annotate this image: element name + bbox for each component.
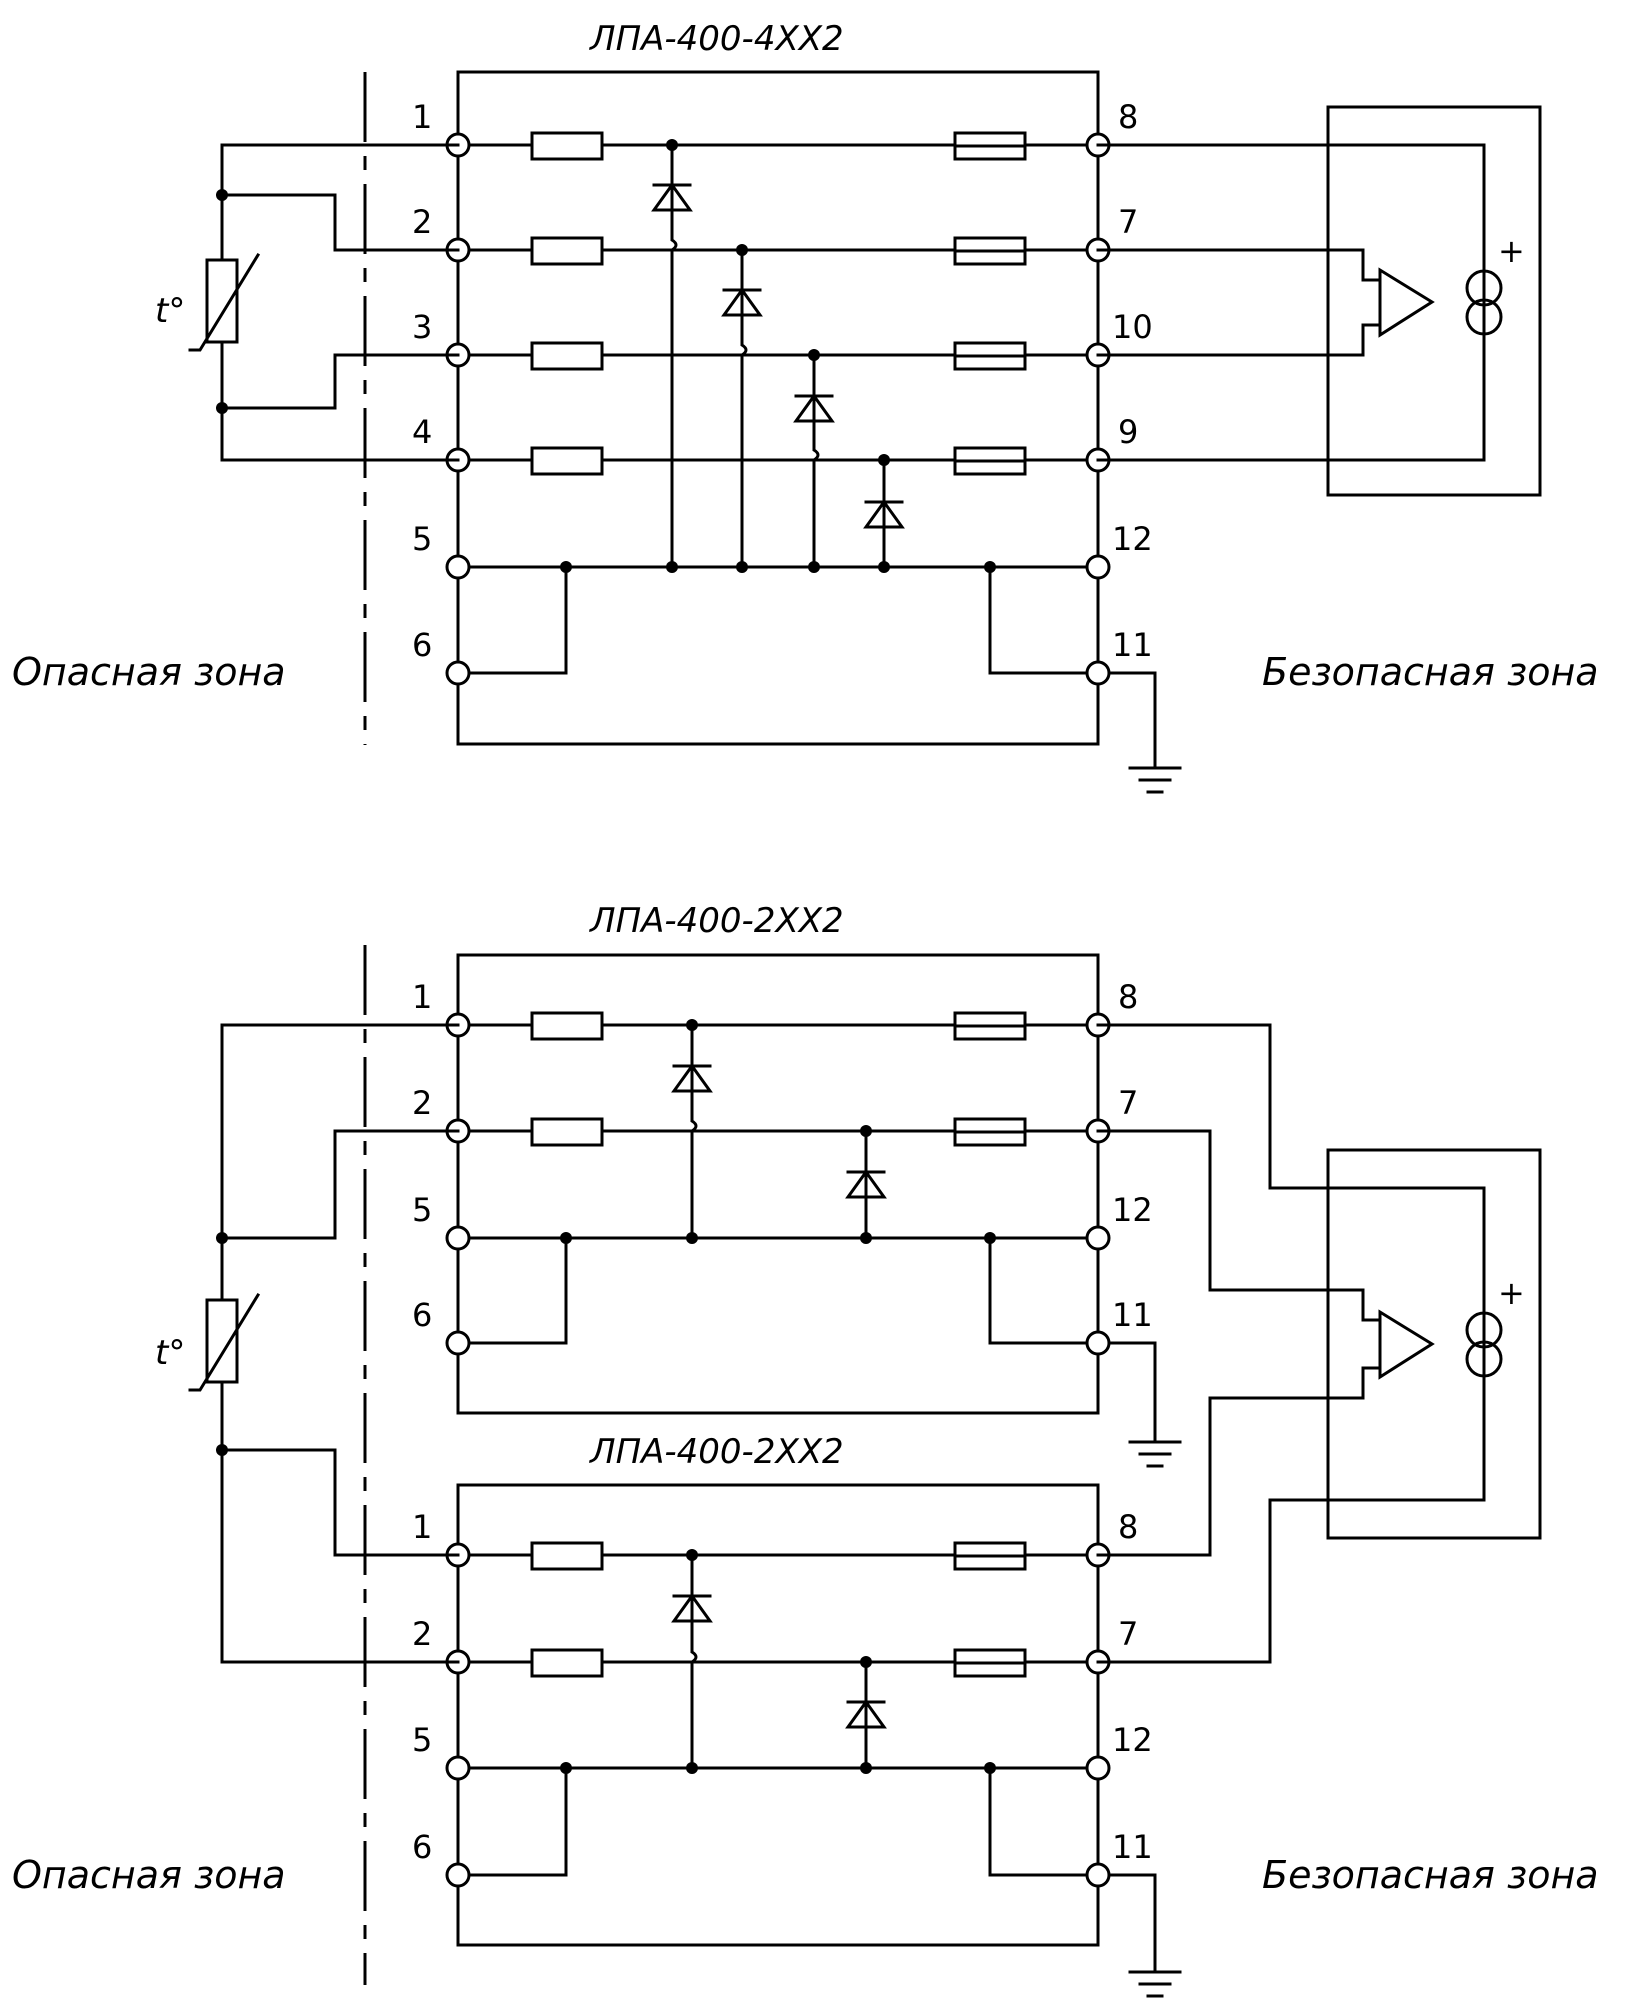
pin-label: 10	[1112, 308, 1153, 346]
zener-diode-4	[863, 454, 905, 573]
plus-sign: +	[1498, 1274, 1525, 1312]
pin-label: 5	[412, 1721, 432, 1759]
diagram-top: ЛПА-400-4ХХ2	[12, 19, 1599, 794]
zener-diode-3	[793, 349, 835, 573]
zener-diode	[671, 1019, 713, 1244]
barrier-box-lower	[456, 1483, 1100, 1947]
fuse	[953, 1011, 1027, 1041]
fuse	[953, 1117, 1027, 1147]
pin-label: 5	[412, 520, 432, 558]
pin-label: 1	[412, 1508, 432, 1546]
terminals-lower	[445, 1542, 1111, 1888]
pin-label: 6	[412, 1296, 432, 1334]
sensor-label: t°	[155, 1333, 185, 1373]
terminals-top	[445, 132, 1111, 686]
barrier-title-top: ЛПА-400-4ХХ2	[588, 19, 844, 59]
pin-label: 7	[1118, 1615, 1138, 1653]
pin-label: 7	[1118, 1084, 1138, 1122]
pin-label: 6	[412, 626, 432, 664]
pin-label: 12	[1112, 1191, 1153, 1229]
zone-label-hazardous: Опасная зона	[12, 650, 286, 694]
fuse	[953, 131, 1027, 161]
zone-label-safe: Безопасная зона	[1262, 1853, 1599, 1897]
thermistor-icon	[188, 1292, 261, 1392]
pin-label: 7	[1118, 203, 1138, 241]
current-source-icon	[1465, 1311, 1503, 1378]
link-5-6	[456, 565, 568, 675]
barrier-box-upper	[456, 953, 1100, 1415]
pin-label: 12	[1112, 520, 1153, 558]
current-source-icon	[1465, 269, 1503, 336]
measurement-device-top: +	[1096, 105, 1542, 497]
zener-diode-1	[651, 139, 693, 573]
fuse	[953, 446, 1027, 476]
zener-diode	[845, 1125, 887, 1244]
thermistor-icon	[188, 252, 261, 352]
zone-label-hazardous: Опасная зона	[12, 1853, 286, 1897]
zener-diode	[845, 1656, 887, 1774]
resistor	[530, 1011, 604, 1041]
resistor	[530, 446, 604, 476]
resistor	[530, 1541, 604, 1571]
pin-label: 2	[412, 1084, 432, 1122]
measurement-device-bottom: +	[1096, 1023, 1542, 1664]
resistor	[530, 131, 604, 161]
pin-label: 1	[412, 978, 432, 1016]
diagram-bottom: ЛПА-400-2ХХ2 ЛПА-400-2ХХ2	[12, 901, 1599, 1998]
pin-label: 11	[1112, 1296, 1153, 1334]
pin-label: 2	[412, 203, 432, 241]
barrier-box-top	[456, 70, 1100, 746]
fuse	[953, 1541, 1027, 1571]
pin-label: 8	[1118, 1508, 1138, 1546]
pin-label: 3	[412, 308, 432, 346]
ground-icon	[1096, 671, 1182, 794]
resistor	[530, 236, 604, 266]
zener-diode-2	[721, 244, 763, 573]
zone-label-safe: Безопасная зона	[1262, 650, 1599, 694]
terminals-upper	[445, 1012, 1111, 1356]
pin-label: 5	[412, 1191, 432, 1229]
fuse	[953, 236, 1027, 266]
pin-label: 8	[1118, 98, 1138, 136]
resistor	[530, 1648, 604, 1678]
ground-icon	[1096, 1341, 1182, 1468]
barrier-title-upper: ЛПА-400-2ХХ2	[588, 901, 844, 941]
resistor	[530, 341, 604, 371]
pin-label: 1	[412, 98, 432, 136]
pin-label: 8	[1118, 978, 1138, 1016]
sensor-label: t°	[155, 291, 185, 331]
pin-label: 12	[1112, 1721, 1153, 1759]
pin-label: 6	[412, 1828, 432, 1866]
pin-label: 11	[1112, 1828, 1153, 1866]
pin-label: 4	[412, 413, 432, 451]
link-12-11	[988, 565, 1100, 675]
fuse	[953, 1648, 1027, 1678]
pin-label: 11	[1112, 626, 1153, 664]
barrier-title-lower: ЛПА-400-2ХХ2	[588, 1432, 844, 1472]
resistor	[530, 1117, 604, 1147]
plus-sign: +	[1498, 232, 1525, 270]
fuse	[953, 341, 1027, 371]
zener-diode	[671, 1549, 713, 1774]
pin-label: 2	[412, 1615, 432, 1653]
pin-label: 9	[1118, 413, 1138, 451]
ground-icon	[1096, 1873, 1182, 1998]
